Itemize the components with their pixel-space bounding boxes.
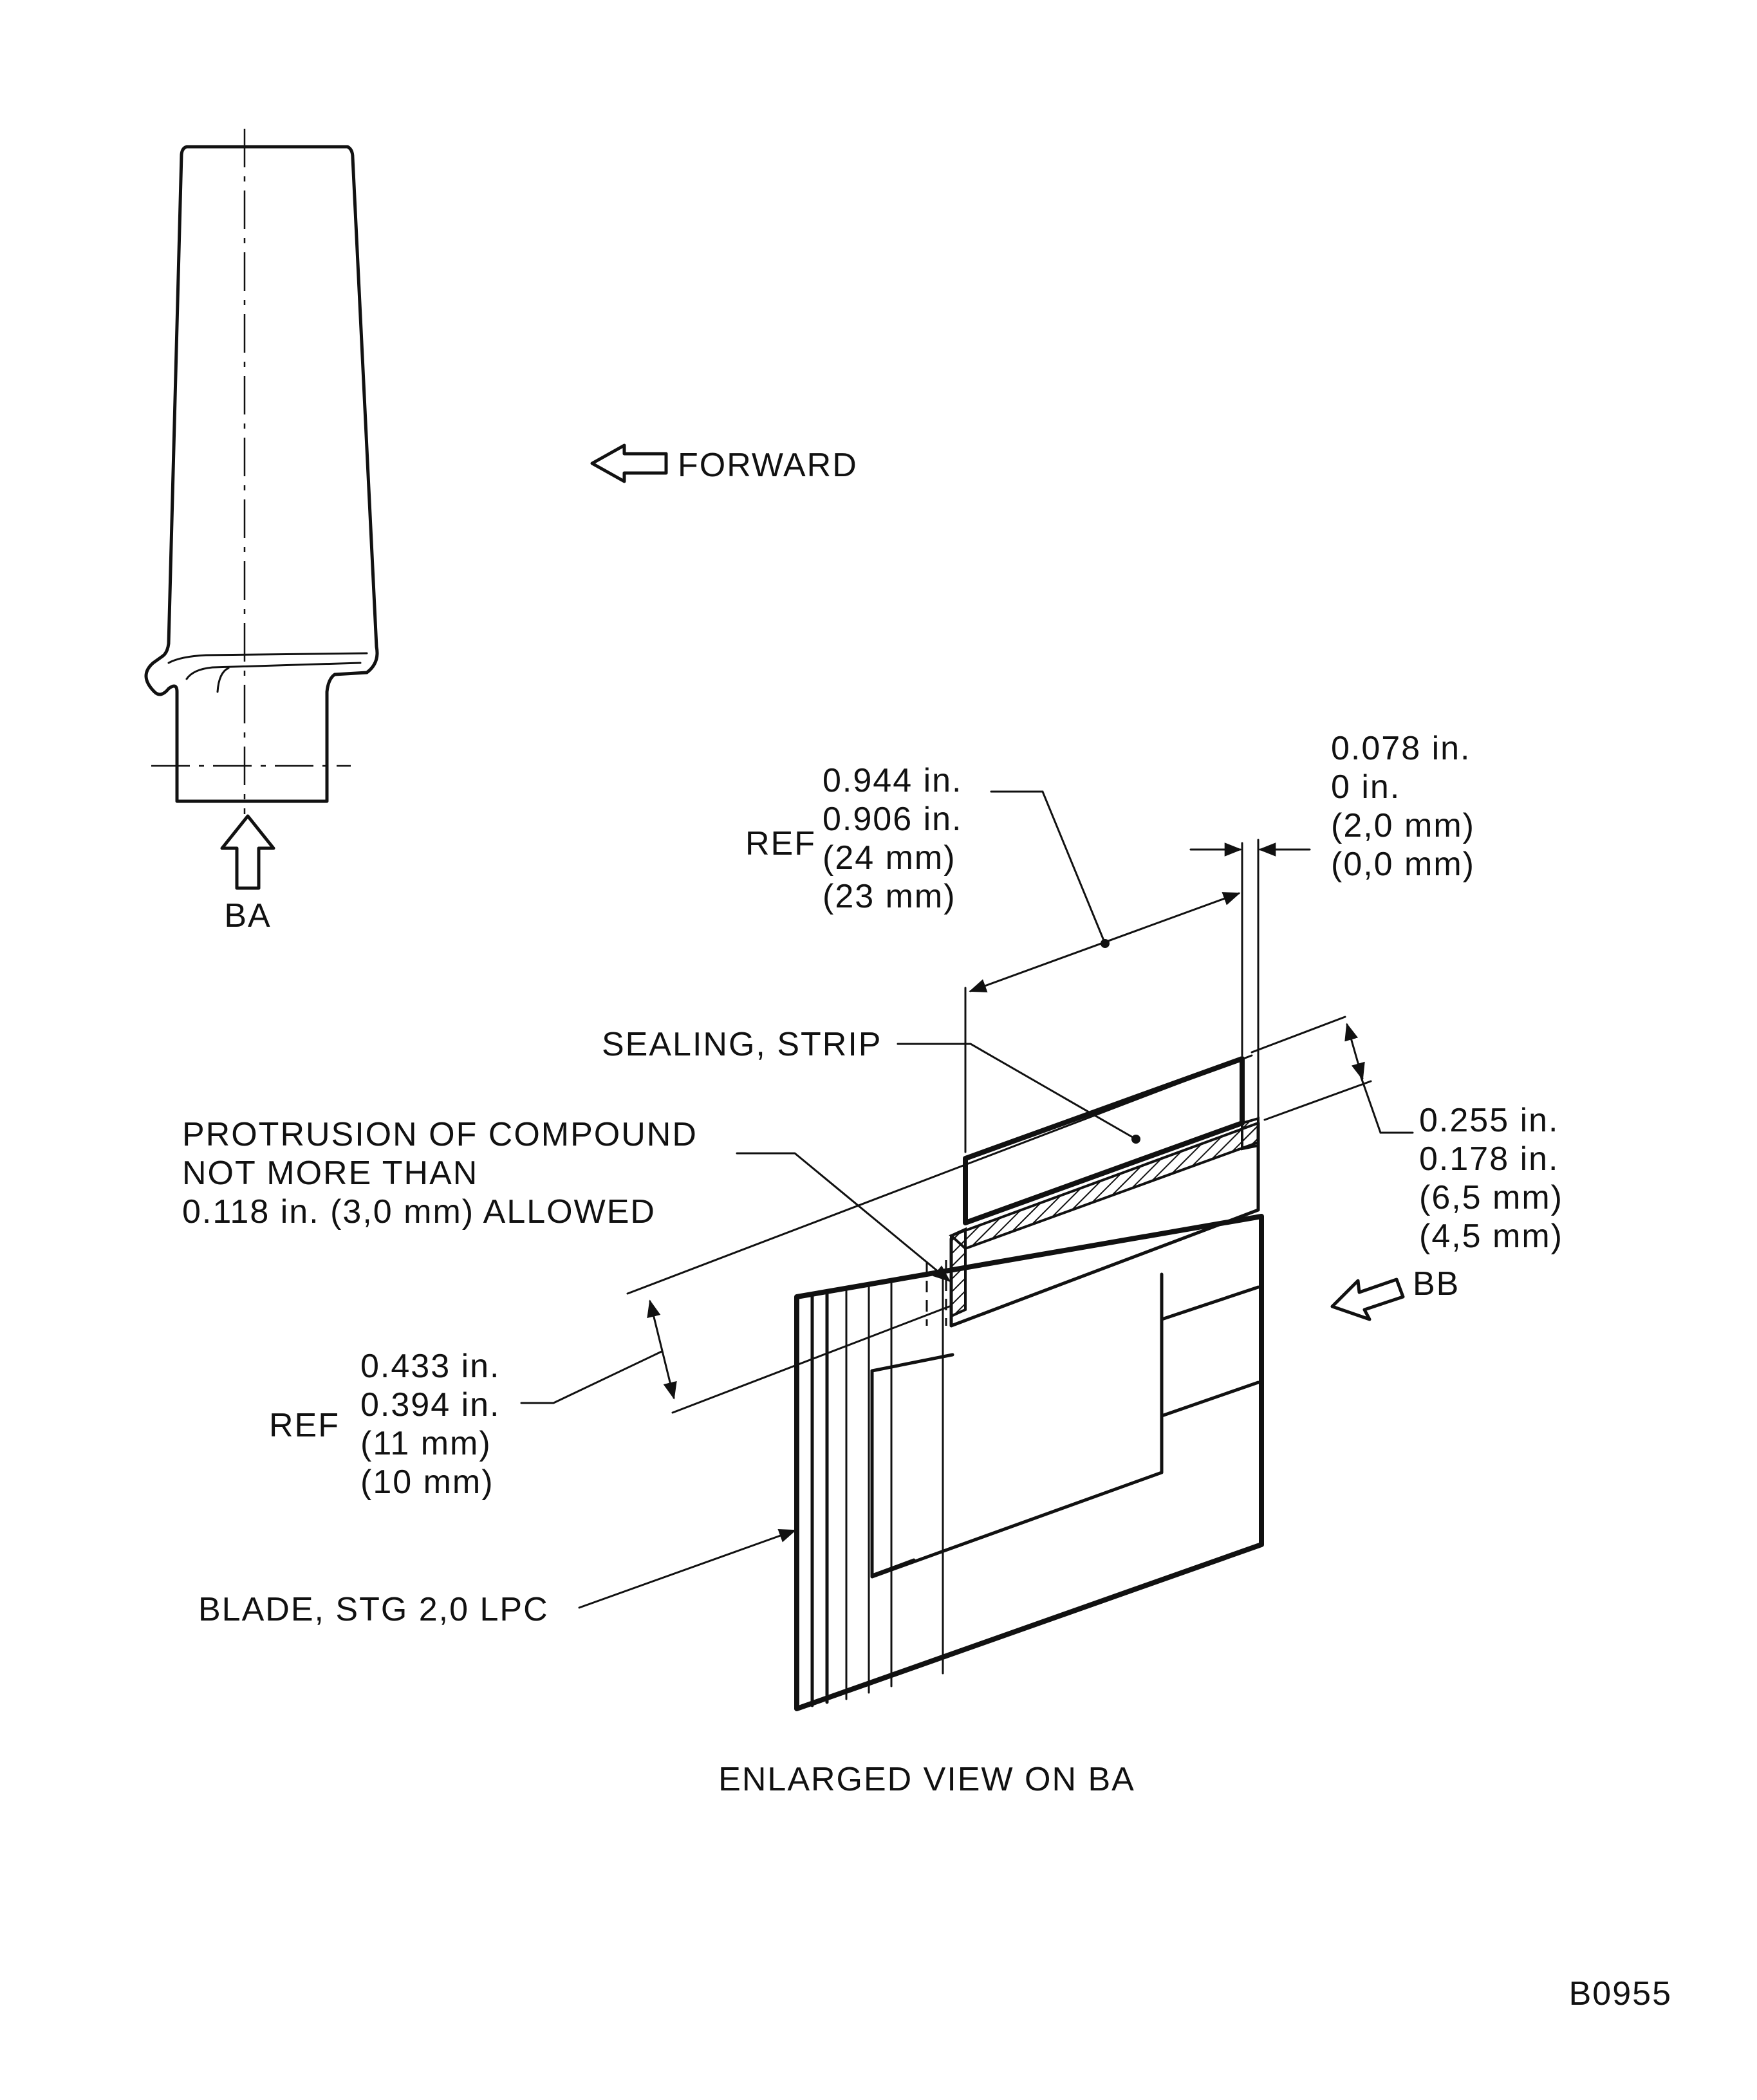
gap-line-3: (2,0 mm) xyxy=(1331,807,1475,844)
compound-hatch xyxy=(949,1121,1260,1250)
width-line-3: (24 mm) xyxy=(823,839,956,877)
figure-id: B0955 xyxy=(1569,1975,1672,2012)
protrusion-line-2: NOT MORE THAN xyxy=(182,1155,478,1192)
width-line-4: (23 mm) xyxy=(823,878,956,915)
callout-sealing-strip xyxy=(897,1043,1140,1144)
view-label-bb: BB xyxy=(1413,1265,1460,1303)
dimension-strip-height xyxy=(1250,1016,1414,1134)
callout-protrusion xyxy=(736,1152,951,1282)
blade-plate xyxy=(794,1214,1264,1711)
dimension-gap xyxy=(1189,839,1311,1121)
sealing-strip-label: SEALING, STRIP xyxy=(602,1026,882,1063)
forward-arrow-icon xyxy=(590,443,668,483)
blade-side-view xyxy=(144,129,379,814)
insertion-line-4: (10 mm) xyxy=(360,1463,494,1501)
view-title: ENLARGED VIEW ON BA xyxy=(718,1761,1135,1798)
width-ref: REF xyxy=(745,825,816,862)
width-line-2: 0.906 in. xyxy=(823,801,963,838)
insertion-ref: REF xyxy=(269,1407,340,1444)
forward-label: FORWARD xyxy=(678,447,858,484)
width-line-1: 0.944 in. xyxy=(823,762,963,799)
strip-height-line-2: 0.178 in. xyxy=(1419,1140,1559,1178)
view-label-ba: BA xyxy=(224,897,271,934)
dimension-width xyxy=(964,790,1243,1153)
protrusion-line-3: 0.118 in. (3,0 mm) ALLOWED xyxy=(182,1193,656,1231)
view-arrow-bb-icon xyxy=(1330,1278,1405,1321)
strip-height-line-1: 0.255 in. xyxy=(1419,1102,1559,1139)
strip-height-line-4: (4,5 mm) xyxy=(1419,1218,1563,1255)
insertion-line-1: 0.433 in. xyxy=(360,1348,501,1385)
view-arrow-ba: BA xyxy=(220,814,275,934)
callout-blade xyxy=(578,1529,797,1609)
gap-line-2: 0 in. xyxy=(1331,768,1400,806)
insertion-line-3: (11 mm) xyxy=(360,1425,492,1462)
enlarged-view: BB xyxy=(794,1056,1460,1711)
strip-height-line-3: (6,5 mm) xyxy=(1419,1179,1563,1216)
blade-label: BLADE, STG 2,0 LPC xyxy=(198,1591,549,1628)
dimension-insertion xyxy=(520,1054,1253,1414)
insertion-line-2: 0.394 in. xyxy=(360,1386,501,1424)
gap-line-1: 0.078 in. xyxy=(1331,730,1471,767)
gap-line-4: (0,0 mm) xyxy=(1331,846,1475,883)
protrusion-line-1: PROTRUSION OF COMPOUND xyxy=(182,1116,698,1153)
forward-indicator: FORWARD xyxy=(590,443,858,484)
